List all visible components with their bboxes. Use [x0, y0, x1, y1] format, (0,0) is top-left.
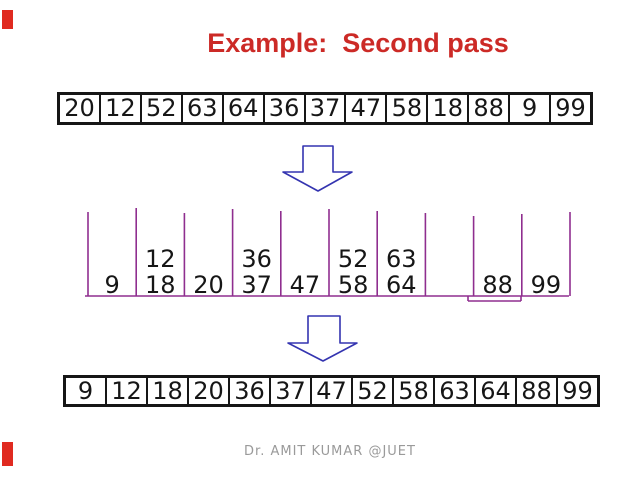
- down-arrow-icon: [282, 145, 353, 192]
- slide-title: Example: Second pass: [207, 28, 509, 58]
- bucket-value: 9: [104, 271, 120, 299]
- array-cell: 99: [562, 376, 593, 405]
- array-cell: 12: [107, 378, 148, 404]
- array-cell: 63: [435, 378, 476, 404]
- bucket-value: 52: [337, 245, 369, 273]
- array-cell: 52: [142, 95, 183, 122]
- array-cell: 20: [189, 378, 230, 404]
- bucket-value: 37: [241, 271, 272, 299]
- bucket-value: 18: [145, 271, 176, 299]
- array-cell: 52: [353, 378, 394, 404]
- array-cell: 47: [346, 95, 388, 122]
- bucket-column: 20: [184, 272, 232, 298]
- array-cell: 58: [387, 95, 429, 122]
- array-cell: 63: [183, 95, 224, 122]
- array-cell: 18: [428, 95, 470, 122]
- down-arrow-icon: [287, 315, 358, 362]
- array-cell: 64: [224, 95, 265, 122]
- bucket-value: 47: [289, 271, 321, 299]
- bucket-value: 88: [482, 271, 513, 299]
- array-cell: 36: [265, 95, 306, 122]
- array-cell: 18: [148, 378, 189, 404]
- array-cell: 64: [476, 378, 517, 404]
- bucket-column: 47: [281, 272, 329, 298]
- array-cell: 20: [60, 95, 101, 122]
- bucket-column: 99: [522, 272, 570, 298]
- array-cell: 47: [312, 378, 353, 404]
- bucket-value: 99: [530, 271, 562, 299]
- array-cell: 58: [394, 378, 435, 404]
- array-cell: 37: [306, 95, 347, 122]
- array-cell: 12: [101, 95, 142, 122]
- array-cell: 88: [517, 378, 558, 404]
- array-cell: 37: [271, 378, 312, 404]
- slide-accent-bottom: [2, 442, 13, 466]
- bucket-value: 36: [241, 245, 272, 273]
- array-cell: 88: [469, 95, 511, 122]
- bucket-lines: [85, 208, 571, 302]
- array-cell: 9: [510, 95, 552, 122]
- bucket-value: 12: [145, 245, 176, 273]
- slide-accent-top: [2, 10, 13, 29]
- bucket-column: 88: [474, 272, 522, 298]
- bucket-value: 20: [193, 271, 224, 299]
- bucket-value: 63: [386, 245, 417, 273]
- array-cell: 9: [66, 378, 107, 404]
- bucket-value: 64: [386, 271, 417, 299]
- array-cell: 36: [230, 378, 271, 404]
- bucket-column: 9: [88, 272, 136, 298]
- array-cell: 99: [555, 94, 586, 122]
- bucket-value: 58: [337, 271, 369, 299]
- footer-credit: Dr. AMIT KUMAR @JUET: [244, 444, 416, 459]
